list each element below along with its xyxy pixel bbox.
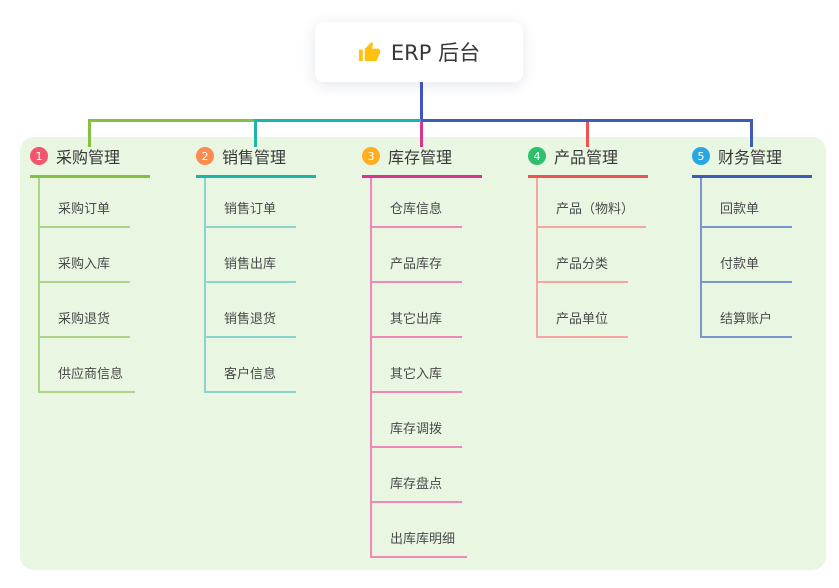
child-label: 销售订单 xyxy=(224,202,277,217)
connector-drop-sales xyxy=(254,119,257,147)
child-label: 库存盘点 xyxy=(390,477,443,492)
branch-label: 采购管理 xyxy=(56,148,121,167)
branch-procurement: 1 采购管理 采购订单 采购入库 采购退货 供应商信息 xyxy=(30,144,150,393)
root-label: ERP 后台 xyxy=(390,41,481,65)
child-node[interactable]: 仓库信息 xyxy=(372,178,462,228)
thumbs-up-icon xyxy=(358,41,380,61)
child-label: 产品（物料） xyxy=(556,202,635,217)
connector-bus-left xyxy=(88,119,256,122)
child-node[interactable]: 产品单位 xyxy=(538,283,628,338)
child-node[interactable]: 产品库存 xyxy=(372,228,462,283)
child-label: 采购订单 xyxy=(58,202,111,217)
branch-children: 回款单 付款单 结算账户 xyxy=(700,178,792,338)
connector-drop-inventory xyxy=(420,122,423,147)
branch-node-finance[interactable]: 5 财务管理 xyxy=(692,144,812,178)
child-label: 客户信息 xyxy=(224,367,277,382)
branch-inventory: 3 库存管理 仓库信息 产品库存 其它出库 其它入库 库存调拨 库存盘点 出库库… xyxy=(362,144,482,558)
child-node[interactable]: 采购入库 xyxy=(40,228,130,283)
child-label: 销售退货 xyxy=(224,312,277,327)
child-node[interactable]: 库存盘点 xyxy=(372,448,462,503)
branch-number-badge: 2 xyxy=(196,147,214,165)
branch-children: 销售订单 销售出库 销售退货 客户信息 xyxy=(204,178,296,393)
child-node[interactable]: 产品分类 xyxy=(538,228,628,283)
child-node[interactable]: 销售退货 xyxy=(206,283,296,338)
child-label: 销售出库 xyxy=(224,257,277,272)
branch-label: 销售管理 xyxy=(222,148,287,167)
child-node[interactable]: 供应商信息 xyxy=(40,338,136,393)
child-label: 结算账户 xyxy=(720,312,773,327)
root-node[interactable]: ERP 后台 xyxy=(315,22,523,82)
branch-children: 仓库信息 产品库存 其它出库 其它入库 库存调拨 库存盘点 出库库明细 xyxy=(370,178,468,558)
child-node[interactable]: 采购退货 xyxy=(40,283,130,338)
child-label: 付款单 xyxy=(720,257,760,272)
child-node[interactable]: 付款单 xyxy=(702,228,792,283)
branch-number-badge: 1 xyxy=(30,147,48,165)
child-label: 出库库明细 xyxy=(390,532,456,547)
child-label: 库存调拨 xyxy=(390,422,443,437)
child-label: 回款单 xyxy=(720,202,760,217)
branch-node-procurement[interactable]: 1 采购管理 xyxy=(30,144,150,178)
branch-number-badge: 5 xyxy=(692,147,710,165)
connector-bus-right xyxy=(421,119,753,122)
branch-node-product[interactable]: 4 产品管理 xyxy=(528,144,648,178)
child-label: 产品库存 xyxy=(390,257,443,272)
child-label: 其它出库 xyxy=(390,312,443,327)
child-node[interactable]: 采购订单 xyxy=(40,178,130,228)
child-node[interactable]: 出库库明细 xyxy=(372,503,468,558)
branch-number-badge: 3 xyxy=(362,147,380,165)
child-label: 采购入库 xyxy=(58,257,111,272)
child-label: 其它入库 xyxy=(390,367,443,382)
child-node[interactable]: 客户信息 xyxy=(206,338,296,393)
child-node[interactable]: 销售订单 xyxy=(206,178,296,228)
child-node[interactable]: 其它入库 xyxy=(372,338,462,393)
connector-drop-product xyxy=(586,122,589,147)
branch-node-sales[interactable]: 2 销售管理 xyxy=(196,144,316,178)
branch-product: 4 产品管理 产品（物料） 产品分类 产品单位 xyxy=(528,144,648,338)
connector-root-drop xyxy=(420,82,423,121)
branch-number-badge: 4 xyxy=(528,147,546,165)
branch-finance: 5 财务管理 回款单 付款单 结算账户 xyxy=(692,144,812,338)
branch-sales: 2 销售管理 销售订单 销售出库 销售退货 客户信息 xyxy=(196,144,316,393)
child-label: 采购退货 xyxy=(58,312,111,327)
branch-children: 产品（物料） 产品分类 产品单位 xyxy=(536,178,647,338)
child-node[interactable]: 库存调拨 xyxy=(372,393,462,448)
child-node[interactable]: 产品（物料） xyxy=(538,178,647,228)
connector-drop-finance xyxy=(750,119,753,147)
branch-children: 采购订单 采购入库 采购退货 供应商信息 xyxy=(38,178,136,393)
connector-drop-procurement xyxy=(88,119,91,147)
child-label: 仓库信息 xyxy=(390,202,443,217)
child-label: 产品单位 xyxy=(556,312,609,327)
connector-bus-mid xyxy=(254,119,421,122)
mindmap-background-panel xyxy=(20,137,826,570)
child-node[interactable]: 回款单 xyxy=(702,178,792,228)
child-node[interactable]: 其它出库 xyxy=(372,283,462,338)
branch-label: 财务管理 xyxy=(718,148,783,167)
branch-node-inventory[interactable]: 3 库存管理 xyxy=(362,144,482,178)
child-node[interactable]: 结算账户 xyxy=(702,283,792,338)
branch-label: 库存管理 xyxy=(388,148,453,167)
child-node[interactable]: 销售出库 xyxy=(206,228,296,283)
child-label: 产品分类 xyxy=(556,257,609,272)
child-label: 供应商信息 xyxy=(58,367,124,382)
branch-label: 产品管理 xyxy=(554,148,619,167)
